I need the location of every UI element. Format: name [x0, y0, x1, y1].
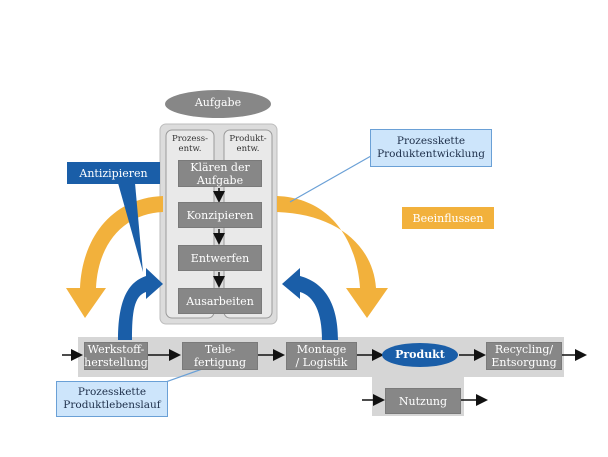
influence-tag: Beeinflussen: [402, 207, 494, 229]
anticipate-tag: Antizipieren: [67, 162, 160, 184]
influence-arrow: [66, 196, 163, 318]
assembly-logistics: Montage / Logistik: [286, 342, 357, 370]
anticipate-arrow-left: [118, 268, 163, 340]
product-lane-label: Produkt- entw.: [229, 134, 267, 154]
dev-chain-callout: Prozesskette Produktentwicklung: [370, 129, 492, 167]
parts-manufacturing: Teile- fertigung: [182, 342, 258, 370]
material-production: Werkstoff- herstellung: [84, 342, 148, 370]
influence-arrow-right: [277, 196, 388, 318]
product-ellipse: [382, 343, 458, 367]
product-label: Produkt: [395, 348, 445, 361]
process-lane-label: Prozess- entw.: [171, 134, 208, 154]
step-clarify-task: Klären der Aufgabe: [178, 160, 262, 187]
step-conceive: Konzipieren: [178, 202, 262, 228]
recycling-disposal: Recycling/ Entsorgung: [486, 342, 562, 370]
task-label: Aufgabe: [194, 96, 242, 109]
anticipate-pointer: [118, 183, 143, 272]
task-ellipse: [165, 90, 271, 118]
usage-box: Nutzung: [385, 388, 461, 414]
lifecycle-chain-callout: Prozesskette Produktlebenslauf: [56, 381, 168, 417]
step-design: Entwerfen: [178, 245, 262, 271]
anticipate-arrow-right: [282, 268, 338, 340]
step-detail: Ausarbeiten: [178, 288, 262, 314]
dev-chain-pointer: [289, 151, 379, 203]
